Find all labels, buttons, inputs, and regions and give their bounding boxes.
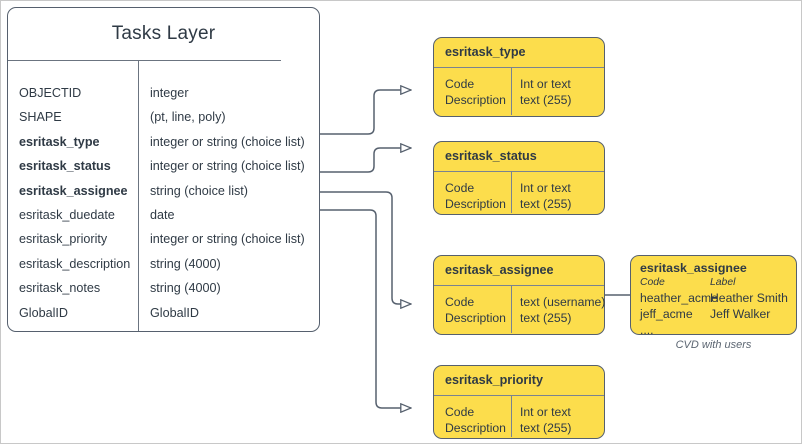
cvd-row-code: ....: [640, 323, 654, 337]
cvd-row-label: Jeff Walker: [710, 307, 771, 321]
tasks-layer-header-divider: [8, 60, 281, 61]
domain-description-type: text (255): [520, 93, 572, 107]
field-type: date: [150, 207, 175, 222]
domain-column-divider: [511, 286, 512, 333]
cvd-users-box: esritask_assignee Code Label heather_acm…: [630, 255, 797, 337]
field-name: OBJECTID: [19, 86, 82, 100]
field-type: string (4000): [150, 256, 221, 271]
field-name: esritask_description: [19, 256, 131, 271]
field-type: string (choice list): [150, 183, 248, 198]
field-type: integer or string (choice list): [150, 232, 305, 247]
domain-title: esritask_type: [445, 45, 526, 59]
tasks-layer-entity: Tasks Layer OBJECTID integer SHAPE (pt, …: [7, 7, 320, 332]
connector-status: [320, 148, 411, 173]
domain-description-type: text (255): [520, 421, 572, 435]
field-type: string (4000): [150, 281, 221, 296]
domain-description-label: Description: [445, 197, 506, 211]
cvd-header-label: Label: [710, 277, 736, 288]
domain-header-divider: [434, 285, 604, 286]
domain-header-divider: [434, 395, 604, 396]
tasks-layer-column-divider: [138, 61, 139, 331]
domain-description-type: text (255): [520, 311, 572, 325]
domain-box-esritask-status: esritask_status Code Description Int or …: [433, 141, 605, 215]
domain-header-divider: [434, 67, 604, 68]
cvd-row-label: Heather Smith: [710, 291, 788, 305]
domain-description-label: Description: [445, 311, 506, 325]
field-type: integer or string (choice list): [150, 134, 305, 149]
field-name: esritask_notes: [19, 281, 101, 296]
domain-description-label: Description: [445, 93, 506, 107]
field-name: esritask_status: [19, 159, 111, 174]
domain-description-type: text (255): [520, 197, 572, 211]
cvd-caption: CVD with users: [675, 339, 752, 351]
field-name: SHAPE: [19, 110, 62, 125]
field-row: esritask_assignee string (choice list): [8, 184, 319, 208]
cvd-row-code: heather_acme: [640, 291, 718, 305]
domain-code-type: text (username): [520, 295, 606, 309]
domain-code-type: Int or text: [520, 405, 571, 419]
field-name: esritask_priority: [19, 232, 108, 247]
field-row: esritask_status integer or string (choic…: [8, 159, 319, 183]
domain-box-esritask-priority: esritask_priority Code Description Int o…: [433, 365, 605, 439]
domain-title: esritask_priority: [445, 373, 544, 387]
field-row: esritask_notes string (4000): [8, 281, 319, 305]
domain-column-divider: [511, 68, 512, 115]
connector-priority: [320, 209, 411, 408]
field-row: esritask_description string (4000): [8, 257, 319, 281]
domain-code-type: Int or text: [520, 77, 571, 91]
domain-box-esritask-type: esritask_type Code Description Int or te…: [433, 37, 605, 117]
domain-code-type: Int or text: [520, 181, 571, 195]
field-row: esritask_duedate date: [8, 208, 319, 232]
field-row: esritask_type integer or string (choice …: [8, 135, 319, 159]
domain-column-divider: [511, 172, 512, 213]
field-name: GlobalID: [19, 305, 68, 320]
domain-header-divider: [434, 171, 604, 172]
field-row: SHAPE (pt, line, poly): [8, 110, 319, 134]
connector-type: [320, 90, 411, 135]
domain-title: esritask_status: [445, 149, 537, 163]
field-type: (pt, line, poly): [150, 110, 226, 125]
domain-code-label: Code: [445, 77, 475, 91]
domain-code-label: Code: [445, 295, 475, 309]
field-row: OBJECTID integer: [8, 86, 319, 110]
field-row: GlobalID GlobalID: [8, 306, 319, 330]
field-type: GlobalID: [150, 305, 199, 320]
field-name: esritask_type: [19, 134, 100, 149]
cvd-header-code: Code: [640, 277, 665, 288]
domain-code-label: Code: [445, 405, 475, 419]
tasks-layer-title: Tasks Layer: [111, 23, 216, 44]
domain-column-divider: [511, 396, 512, 437]
field-row: esritask_priority integer or string (cho…: [8, 232, 319, 256]
domain-description-label: Description: [445, 421, 506, 435]
cvd-row-code: jeff_acme: [640, 307, 693, 321]
cvd-title: esritask_assignee: [640, 261, 747, 275]
tasks-layer-field-list: OBJECTID integer SHAPE (pt, line, poly) …: [8, 86, 319, 330]
field-type: integer: [150, 86, 189, 100]
field-name: esritask_duedate: [19, 207, 115, 222]
domain-box-esritask-assignee: esritask_assignee Code Description text …: [433, 255, 605, 335]
domain-code-label: Code: [445, 181, 475, 195]
domain-title: esritask_assignee: [445, 263, 554, 277]
connector-assignee: [320, 191, 411, 304]
field-name: esritask_assignee: [19, 183, 128, 198]
field-type: integer or string (choice list): [150, 159, 305, 174]
